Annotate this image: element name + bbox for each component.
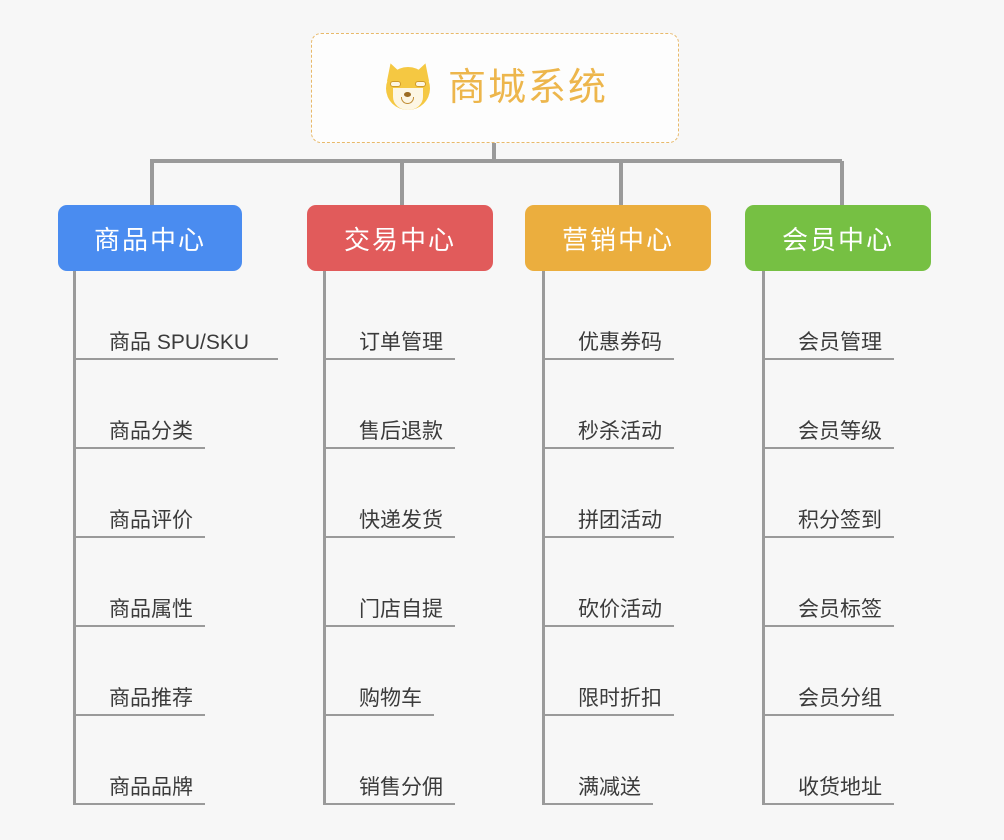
leaf-item[interactable]: 积分签到 xyxy=(762,449,894,538)
leaf-item-label: 售后退款 xyxy=(359,419,443,443)
leaf-item-label: 会员管理 xyxy=(798,330,882,354)
leaf-item-label: 秒杀活动 xyxy=(578,419,662,443)
leaf-item[interactable]: 商品品牌 xyxy=(73,716,205,805)
leaf-item[interactable]: 门店自提 xyxy=(323,538,455,627)
branch-drop-connector xyxy=(840,161,844,207)
leaf-item-label: 快递发货 xyxy=(359,508,443,532)
leaf-item[interactable]: 销售分佣 xyxy=(323,716,455,805)
leaf-item-label: 拼团活动 xyxy=(578,508,662,532)
root-stem-connector xyxy=(492,143,496,163)
category-label: 商品中心 xyxy=(93,224,206,255)
category-label: 交易中心 xyxy=(343,224,456,255)
leaf-item[interactable]: 砍价活动 xyxy=(542,538,674,627)
leaf-item[interactable]: 会员管理 xyxy=(762,271,894,360)
leaf-item-label: 会员标签 xyxy=(798,597,882,621)
leaf-item[interactable]: 满减送 xyxy=(542,716,653,805)
leaf-item[interactable]: 商品属性 xyxy=(73,538,205,627)
leaf-item-label: 商品推荐 xyxy=(109,686,193,710)
leaf-item[interactable]: 会员等级 xyxy=(762,360,894,449)
branch-drop-connector xyxy=(619,161,623,207)
leaf-item-label: 商品品牌 xyxy=(109,775,193,799)
leaf-item-label: 限时折扣 xyxy=(578,686,662,710)
branch-drop-connector xyxy=(400,161,404,207)
leaf-item-label: 商品分类 xyxy=(109,419,193,443)
leaf-item-label: 购物车 xyxy=(359,686,422,710)
leaf-item-label: 收货地址 xyxy=(798,775,882,799)
leaf-item[interactable]: 售后退款 xyxy=(323,360,455,449)
leaf-item-label: 砍价活动 xyxy=(578,597,662,621)
category-box-4[interactable]: 会员中心 xyxy=(745,205,931,271)
leaf-item[interactable]: 商品推荐 xyxy=(73,627,205,716)
leaf-item-label: 订单管理 xyxy=(359,330,443,354)
leaf-column-3: 优惠券码秒杀活动拼团活动砍价活动限时折扣满减送 xyxy=(542,271,737,805)
root-node-label: 商城系统 xyxy=(447,67,608,109)
leaf-item[interactable]: 会员标签 xyxy=(762,538,894,627)
shiba-inu-dog-face-icon xyxy=(381,60,435,114)
leaf-item[interactable]: 订单管理 xyxy=(323,271,455,360)
leaf-item-label: 积分签到 xyxy=(798,508,882,532)
leaf-item[interactable]: 商品分类 xyxy=(73,360,205,449)
leaf-item-label: 门店自提 xyxy=(359,597,443,621)
leaf-item[interactable]: 优惠券码 xyxy=(542,271,674,360)
leaf-item-label: 会员等级 xyxy=(798,419,882,443)
leaf-item[interactable]: 商品评价 xyxy=(73,449,205,538)
category-box-3[interactable]: 营销中心 xyxy=(525,205,711,271)
leaf-item[interactable]: 购物车 xyxy=(323,627,434,716)
leaf-item[interactable]: 收货地址 xyxy=(762,716,894,805)
leaf-item[interactable]: 快递发货 xyxy=(323,449,455,538)
leaf-item-label: 会员分组 xyxy=(798,686,882,710)
leaf-item[interactable]: 限时折扣 xyxy=(542,627,674,716)
branch-bus-connector xyxy=(150,159,842,163)
leaf-column-4: 会员管理会员等级积分签到会员标签会员分组收货地址 xyxy=(762,271,957,805)
leaf-column-2: 订单管理售后退款快递发货门店自提购物车销售分佣 xyxy=(323,271,518,805)
leaf-trunk-connector xyxy=(542,271,545,805)
leaf-item-label: 商品属性 xyxy=(109,597,193,621)
leaf-trunk-connector xyxy=(762,271,765,805)
leaf-item[interactable]: 商品 SPU/SKU xyxy=(73,271,278,360)
leaf-item-label: 满减送 xyxy=(578,775,641,799)
leaf-item[interactable]: 会员分组 xyxy=(762,627,894,716)
leaf-item-label: 优惠券码 xyxy=(578,330,662,354)
category-label: 会员中心 xyxy=(781,224,894,255)
leaf-column-1: 商品 SPU/SKU 商品分类商品评价商品属性商品推荐商品品牌 xyxy=(73,271,278,805)
category-label: 营销中心 xyxy=(561,224,674,255)
leaf-trunk-connector xyxy=(323,271,326,805)
root-node[interactable]: 商城系统 xyxy=(311,33,679,143)
leaf-trunk-connector xyxy=(73,271,76,805)
leaf-item-label: 销售分佣 xyxy=(359,775,443,799)
category-box-2[interactable]: 交易中心 xyxy=(307,205,493,271)
leaf-item[interactable]: 秒杀活动 xyxy=(542,360,674,449)
category-box-1[interactable]: 商品中心 xyxy=(58,205,242,271)
leaf-item-label: 商品 SPU/SKU xyxy=(109,330,250,354)
branch-drop-connector xyxy=(150,161,154,207)
leaf-item-label: 商品评价 xyxy=(109,508,193,532)
leaf-item[interactable]: 拼团活动 xyxy=(542,449,674,538)
